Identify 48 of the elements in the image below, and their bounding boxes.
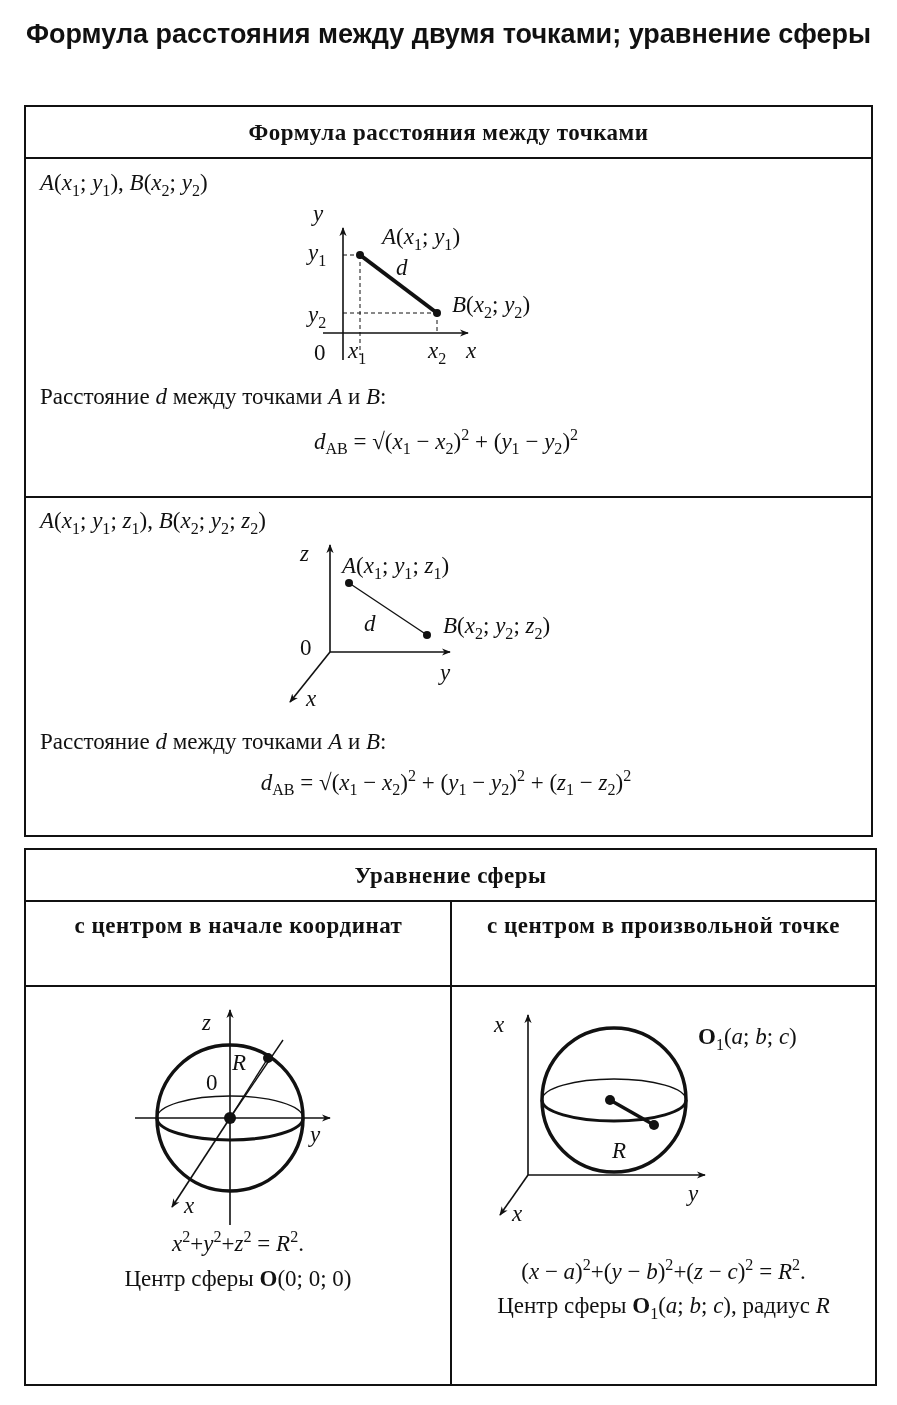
axis-label: z — [300, 541, 309, 567]
distance-formula: d$_{AB}$ = √(x$_{1}$ − x$_{2}$)$^{2}$ + (y$_{1}$ − y$_{2}$)$^{2}$ — [312, 425, 580, 459]
center-label: O$_{1}$(a; b; c) — [698, 1024, 797, 1054]
sphere-center-text: Центр сферы O$_{1}$(a; b; c), радиус R — [496, 1292, 831, 1323]
axis-label: y — [310, 1122, 321, 1148]
table-heading: Формула расстояния между точками — [247, 119, 650, 147]
page-title: Формула расстояния между двумя точками; уравнение сферы — [24, 18, 873, 51]
axis-label: y$_{2}$ — [308, 302, 327, 332]
point-coordinates: A(x$_{1}$; y$_{1}$; z$_{1}$), B(x$_{2}$; y$_{2}$; z$_{2}$) — [40, 507, 267, 538]
sphere-equation: (x − a)$^{2}$+(y − b)$^{2}$+(z − c)$^{2}$ = R$^{2}$. — [520, 1255, 807, 1286]
segment-label: d — [396, 255, 408, 281]
table-cell — [24, 157, 873, 498]
table-cell — [24, 496, 873, 837]
axis-label: y$_{1}$ — [308, 240, 327, 270]
axis-label: z — [202, 1010, 211, 1036]
axis-label: x$_{1}$ — [348, 338, 367, 368]
radius-label: R — [612, 1138, 627, 1164]
point-coordinates: A(x$_{1}$; y$_{1}$), B(x$_{2}$; y$_{2}$) — [40, 169, 209, 200]
distance-formula: d$_{AB}$ = √(x$_{1}$ − x$_{2}$)$^{2}$ + (y$_{1}$ − y$_{2}$)$^{2}$ + (z$_{1}$ − z$_{2}$)$^{2}$ — [259, 766, 633, 800]
table-heading: Уравнение сферы — [353, 862, 548, 890]
axis-label: x — [466, 338, 477, 364]
axis-label: x — [494, 1012, 505, 1038]
caption-text: Расстояние d между точками A и B: — [40, 728, 388, 756]
point-label: B(x$_{2}$; y$_{2}$; z$_{2}$) — [443, 613, 551, 643]
axis-label: x — [512, 1201, 523, 1227]
origin-label: 0 — [314, 340, 326, 366]
column-heading: с центром в произвольной точке — [486, 912, 841, 940]
point-label: A(x$_{1}$; y$_{1}$) — [382, 224, 461, 254]
header-cell — [24, 105, 873, 159]
axis-label: x — [184, 1193, 195, 1219]
axis-label: y — [688, 1181, 699, 1207]
sphere-center-text: Центр сферы O(0; 0; 0) — [123, 1265, 353, 1293]
axis-label: y — [440, 660, 451, 686]
table-cell — [450, 985, 877, 1386]
header-cell — [24, 848, 877, 902]
point-label: B(x$_{2}$; y$_{2}$) — [452, 292, 531, 322]
point-label: A(x$_{1}$; y$_{1}$; z$_{1}$) — [342, 553, 450, 583]
axis-label: x — [306, 686, 317, 712]
origin-label: 0 — [206, 1070, 218, 1096]
sphere-equation: x$^{2}$+y$^{2}$+z$^{2}$ = R$^{2}$. — [170, 1227, 305, 1258]
table-cell — [24, 985, 452, 1386]
axis-label: x$_{2}$ — [428, 338, 447, 368]
segment-label: d — [364, 611, 376, 637]
axis-label: y — [313, 201, 324, 227]
caption-text: Расстояние d между точками A и B: — [40, 383, 388, 411]
radius-label: R — [232, 1050, 247, 1076]
origin-label: 0 — [300, 635, 312, 661]
column-heading: с центром в начале координат — [73, 912, 404, 940]
